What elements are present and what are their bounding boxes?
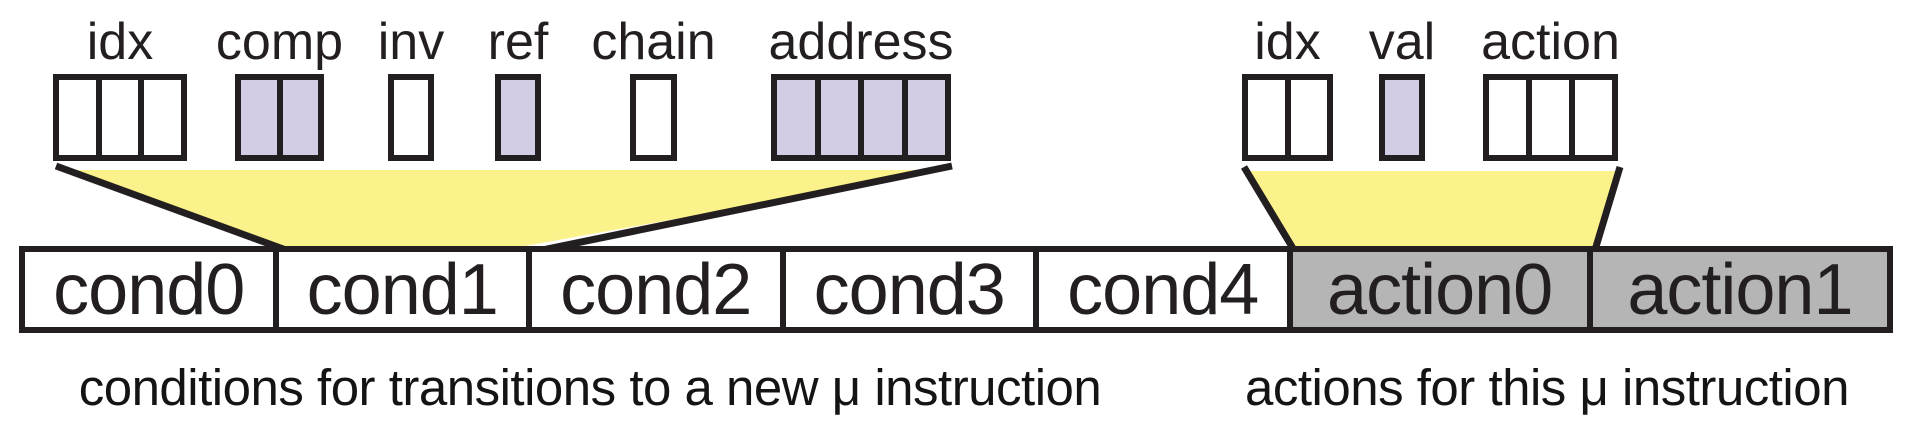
bit-cell	[771, 74, 821, 161]
field-group-action: action	[1481, 16, 1620, 161]
conditions-connector-left-edge	[54, 162, 288, 254]
field-label-comp: comp	[215, 13, 344, 71]
bit-cell	[814, 74, 864, 161]
slot-cond0: cond0	[25, 252, 273, 327]
field-label-idx-left: idx	[86, 13, 154, 71]
field-group-comp: comp	[216, 16, 343, 161]
bit-cell	[1379, 74, 1425, 161]
bit-cells-val	[1379, 74, 1425, 161]
bit-cell	[53, 74, 102, 161]
bit-cells-idx-right	[1242, 74, 1333, 161]
field-group-inv: inv	[378, 16, 444, 161]
slot-cond4: cond4	[1033, 252, 1287, 327]
bit-cells-ref	[495, 74, 541, 161]
field-group-address: address	[769, 16, 954, 161]
bit-cell	[138, 74, 188, 161]
bit-cell	[630, 74, 677, 161]
actions-connector-left-edge	[1241, 165, 1297, 252]
bit-cells-inv	[388, 74, 434, 161]
bit-cell	[1483, 74, 1532, 161]
field-label-val: val	[1368, 13, 1436, 71]
field-group-idx-right: idx	[1242, 16, 1333, 161]
field-group-chain: chain	[591, 16, 716, 161]
field-group-idx-left: idx	[53, 16, 188, 161]
instruction-word-bar: cond0 cond1 cond2 cond3 cond4 action0 ac…	[19, 246, 1893, 333]
slot-action0: action0	[1286, 252, 1587, 327]
slot-cond1: cond1	[272, 252, 526, 327]
bit-cell	[1284, 74, 1333, 161]
bit-cell	[901, 74, 951, 161]
bit-cells-address	[771, 74, 951, 161]
conditions-connector-shape	[62, 170, 948, 246]
bit-cell	[858, 74, 908, 161]
conditions-connector-right-edge	[541, 162, 953, 254]
caption-conditions: conditions for transitions to a new μ in…	[78, 358, 1102, 416]
field-label-action: action	[1481, 13, 1620, 71]
slot-action1: action1	[1586, 252, 1888, 327]
field-group-ref: ref	[488, 16, 548, 161]
bit-cell	[235, 74, 283, 161]
bit-cell	[1526, 74, 1575, 161]
field-label-inv: inv	[377, 13, 445, 71]
bit-cell	[388, 74, 434, 161]
bit-cells-action	[1483, 74, 1618, 161]
field-label-idx-right: idx	[1254, 13, 1321, 71]
bit-cell	[1569, 74, 1618, 161]
bit-cell	[1242, 74, 1291, 161]
bit-cell	[495, 74, 541, 161]
actions-connector-shape	[1247, 171, 1617, 246]
caption-actions: actions for this μ instruction	[1245, 358, 1849, 416]
field-label-address: address	[768, 13, 954, 71]
field-label-ref: ref	[487, 13, 549, 71]
actions-connector-right-edge	[1591, 165, 1624, 252]
bit-cells-comp	[235, 74, 324, 161]
field-label-chain: chain	[591, 13, 716, 71]
slot-cond2: cond2	[526, 252, 780, 327]
bit-cells-chain	[630, 74, 677, 161]
bit-cell	[276, 74, 324, 161]
field-group-val: val	[1369, 16, 1435, 161]
slot-cond3: cond3	[779, 252, 1033, 327]
bit-cells-idx-left	[53, 74, 188, 161]
bit-cell	[95, 74, 145, 161]
